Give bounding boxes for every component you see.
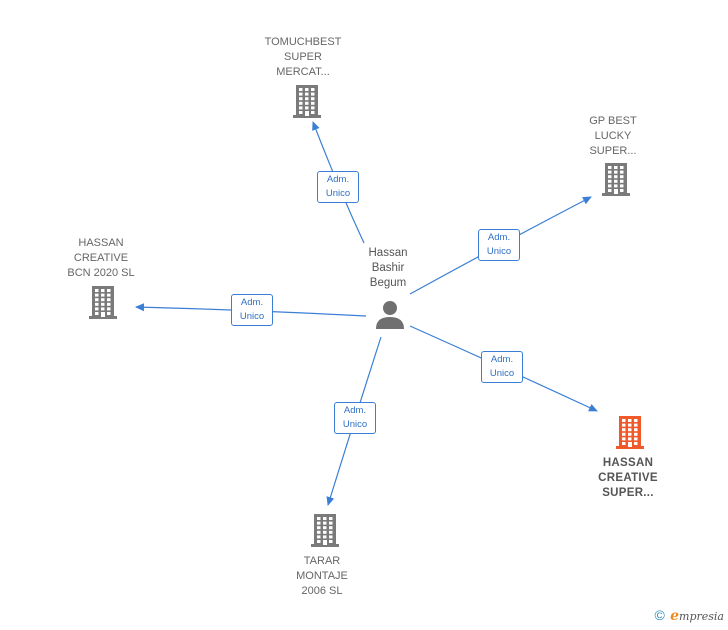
person-icon[interactable] <box>374 299 406 331</box>
building-icon[interactable] <box>600 162 632 196</box>
edge-role-label[interactable]: Adm. Unico <box>481 351 523 383</box>
company-label-hassan-bcn[interactable]: HASSAN CREATIVE BCN 2020 SL <box>67 237 135 279</box>
building-icon[interactable] <box>614 415 646 449</box>
company-label-hassan-super[interactable]: HASSAN CREATIVE SUPER... <box>598 457 658 499</box>
footer-brand: © empresia <box>654 607 724 624</box>
brand-name: mpresia <box>679 610 724 623</box>
copyright-icon: © <box>654 607 665 623</box>
center-person-label: Hassan Bashir Begum <box>368 247 408 289</box>
company-label-tarar[interactable]: TARAR MONTAJE 2006 SL <box>296 555 348 597</box>
building-icon[interactable] <box>87 285 119 319</box>
edge-role-label[interactable]: Adm. Unico <box>231 294 273 326</box>
company-label-gpbest[interactable]: GP BEST LUCKY SUPER... <box>589 115 637 157</box>
building-icon[interactable] <box>291 84 323 118</box>
edge-role-label[interactable]: Adm. Unico <box>334 402 376 434</box>
company-label-tomuchbest[interactable]: TOMUCHBEST SUPER MERCAT... <box>264 36 342 78</box>
building-icon[interactable] <box>309 513 341 547</box>
edge-role-label[interactable]: Adm. Unico <box>478 229 520 261</box>
brand-initial: e <box>670 608 680 624</box>
edge-role-label[interactable]: Adm. Unico <box>317 171 359 203</box>
